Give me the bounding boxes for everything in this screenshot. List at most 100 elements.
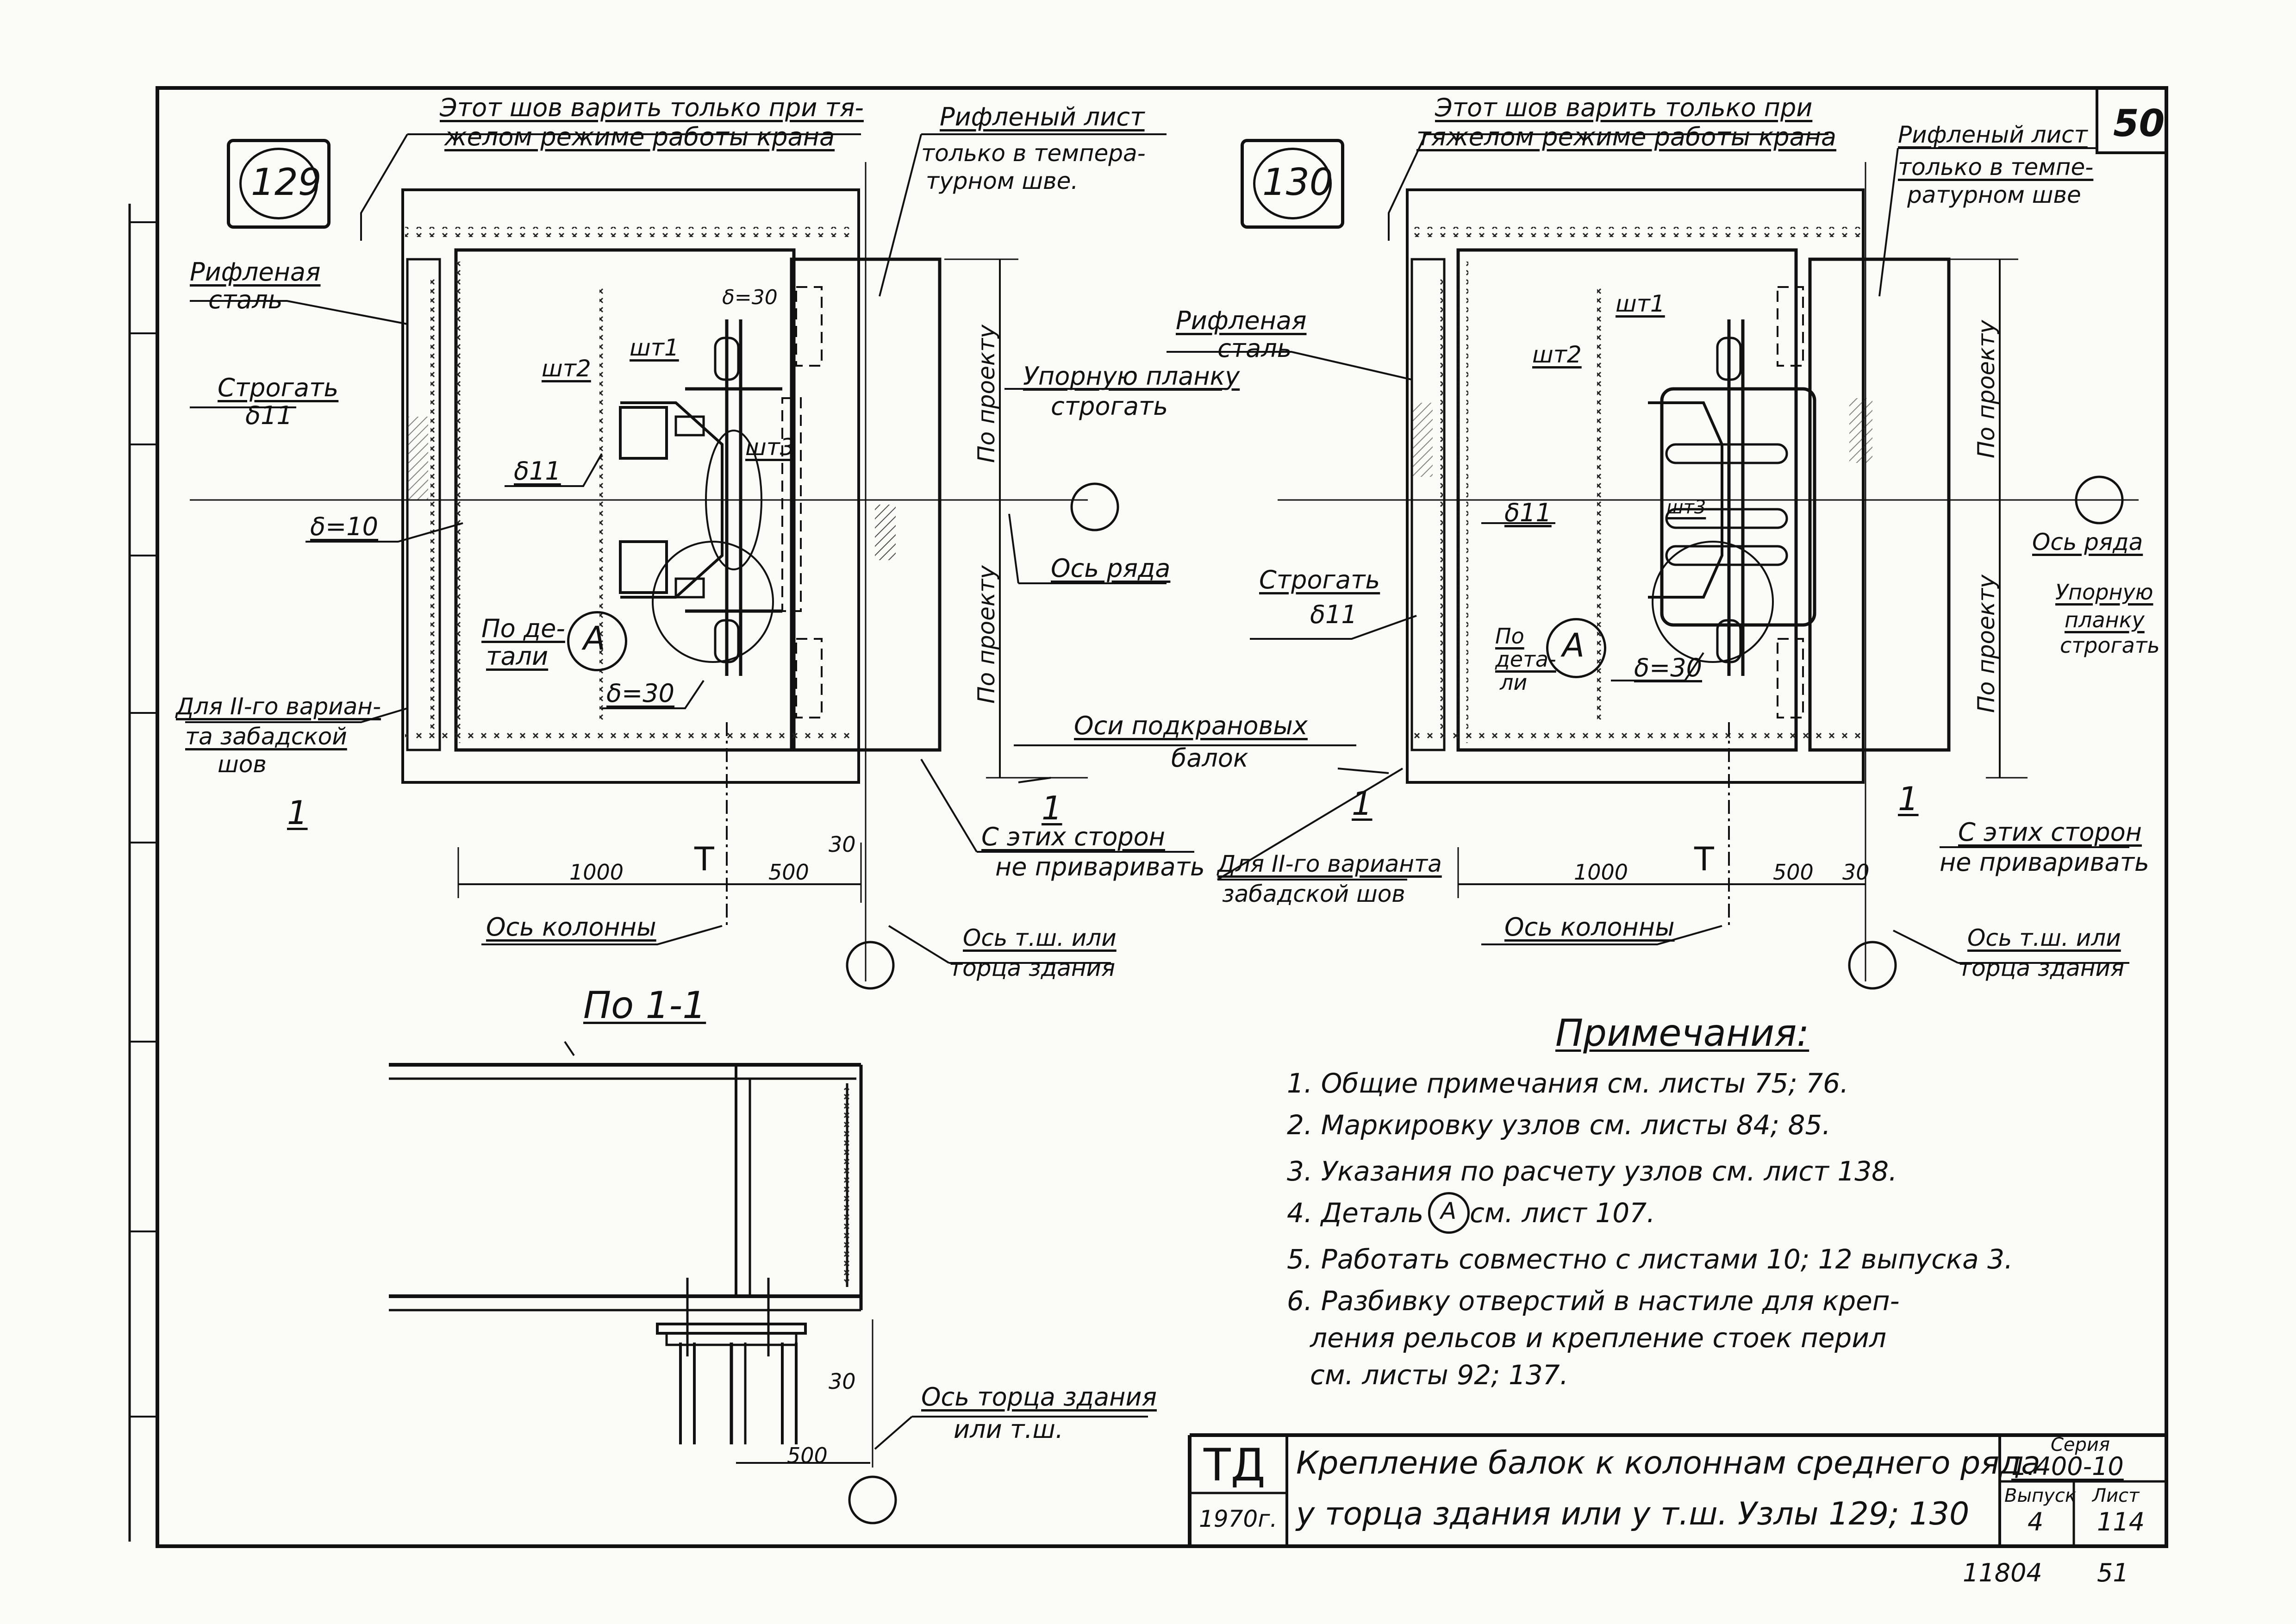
- node-129-dim-1000: 1000: [569, 860, 624, 885]
- no-weld-label-2: не приваривать: [995, 852, 1205, 881]
- tb-series-value: 1.400-10: [2011, 1452, 2124, 1481]
- node-130-ribbed-sheet: Рифленый лист: [1898, 121, 2088, 148]
- node-130-plane-delta: δ11: [1310, 600, 1357, 629]
- tb-issue-value: 4: [2028, 1507, 2044, 1537]
- node-130-sht1: шт1: [1616, 290, 1665, 317]
- node-130-number: 130: [1262, 161, 1333, 204]
- ts-axis-label: Ось т.ш. или: [963, 924, 1117, 951]
- node-129-number: 129: [251, 161, 322, 204]
- tb-title-line2: у торца здания или у т.ш. Узлы 129; 130: [1296, 1496, 1970, 1532]
- row-axis-label: Ось ряда: [1051, 554, 1171, 583]
- node-130-per-project-top: По проекту: [1973, 320, 2000, 458]
- node-130-no-weld: С этих сторон: [1958, 818, 2142, 847]
- node-129-plane: Строгать: [218, 373, 339, 402]
- node-130-ribbed-steel-2: сталь: [1217, 334, 1292, 363]
- node-130-stop-plate-3: строгать: [2060, 633, 2160, 658]
- sheet-number-top: 50: [2113, 102, 2165, 145]
- note-3: 3. Указания по расчету узлов см. лист 13…: [1287, 1156, 1897, 1187]
- node-129-sht3: шт3: [745, 434, 795, 461]
- node-130-dim-1000: 1000: [1574, 860, 1628, 885]
- node-130-row-axis: Ось ряда: [2032, 529, 2143, 556]
- node-130-per-detail-3: ли: [1500, 670, 1528, 695]
- node-130-delta30: δ=30: [1634, 653, 1702, 682]
- node-130-drawing: [1167, 133, 2139, 990]
- sheet-frame: [128, 86, 2168, 1548]
- note-6-line-3: см. листы 92; 137.: [1310, 1359, 1569, 1391]
- node-129-variant-note: Для II-го вариан-: [176, 693, 381, 720]
- tb-sheet-value: 114: [2097, 1507, 2145, 1537]
- node-129-sht1: шт1: [630, 334, 679, 361]
- node-129-ribbed-steel: Рифленая: [190, 257, 321, 287]
- node-130-weld-note: Этот шов варить только при: [1435, 93, 1813, 122]
- section-mark-middle-2: 1: [1352, 785, 1373, 823]
- node-130-column-axis: Ось колонны: [1504, 912, 1675, 942]
- node-129-t-mark: Т: [694, 840, 714, 878]
- middle-leaders: [888, 388, 1407, 964]
- no-weld-label: С этих сторон: [981, 822, 1165, 851]
- tb-issue-label: Выпуск: [2004, 1485, 2076, 1506]
- node-130-no-weld-2: не приваривать: [1940, 848, 2149, 877]
- node-129-per-detail: По де-: [481, 614, 565, 643]
- node-130-dim-30: 30: [1842, 860, 1870, 885]
- tb-footer-right: 51: [2097, 1558, 2129, 1587]
- node-130-ts-axis: Ось т.ш. или: [1967, 924, 2121, 951]
- note-4-circle-letter: А: [1441, 1198, 1457, 1224]
- node-129-detail-a-badge: А: [567, 611, 627, 671]
- notes-title: Примечания:: [1555, 1012, 1809, 1055]
- node-129-per-project-top: По проекту: [973, 325, 1000, 463]
- node-129-plane-delta: δ11: [245, 401, 293, 430]
- node-130-weld-note-2: тяжелом режиме работы крана: [1416, 122, 1836, 151]
- node-129-column-axis: Ось колонны: [486, 912, 656, 942]
- section-end-axis-2: или т.ш.: [954, 1415, 1064, 1444]
- section-dim-30: 30: [829, 1369, 856, 1394]
- node-130-detail-a: А: [1562, 626, 1585, 664]
- node-129-sht2: шт2: [542, 355, 591, 382]
- tb-year: 1970г.: [1199, 1505, 1278, 1532]
- note-2: 2. Маркировку узлов см. листы 84; 85.: [1287, 1109, 1831, 1141]
- variant-note-label-2: забадской шов: [1222, 881, 1405, 907]
- node-129-delta11: δ11: [514, 456, 561, 486]
- section-mark-middle-1: 1: [1042, 789, 1062, 827]
- node-130-sht2: шт2: [1532, 341, 1582, 368]
- node-129-per-project-bottom: По проекту: [973, 565, 1000, 704]
- crane-beam-axes-label: Оси подкрановых: [1074, 711, 1308, 740]
- title-block: [1188, 1433, 2166, 1546]
- note-1: 1. Общие примечания см. листы 75; 76.: [1287, 1068, 1849, 1099]
- crane-beam-axes-label-2: балок: [1171, 743, 1248, 773]
- node-130-per-project-bottom: По проекту: [1973, 575, 2000, 713]
- node-129-variant-note-3: шов: [218, 751, 267, 778]
- node-129-dim-30: 30: [829, 832, 856, 857]
- node-129-ribbed-steel-2: сталь: [208, 285, 283, 314]
- node-130-plane: Строгать: [1259, 565, 1380, 594]
- node-130-ribbed-steel: Рифленая: [1176, 306, 1307, 335]
- node-130-per-detail-2: дета-: [1495, 647, 1556, 672]
- node-130-per-detail: По: [1495, 624, 1524, 649]
- node-129-delta30-top: δ=30: [722, 286, 778, 309]
- stop-plate-label: Упорную планку: [1023, 362, 1240, 391]
- node-130-ribbed-sheet-2: только в темпе-: [1898, 154, 2094, 181]
- node-130-ribbed-sheet-3: ратурном шве: [1907, 181, 2081, 208]
- node-129-ribbed-sheet: Рифленый лист: [940, 102, 1145, 131]
- tb-org: ТД: [1204, 1439, 1266, 1491]
- node-129-weld-note: Этот шов варить только при тя-: [440, 93, 864, 122]
- ts-axis-label-2: торца здания: [949, 955, 1116, 981]
- section-1-1-drawing: [389, 1041, 1148, 1524]
- node-129-delta10: δ=10: [310, 512, 378, 541]
- node-130-badge: 130: [1241, 139, 1344, 229]
- stop-plate-label-2: строгать: [1051, 392, 1168, 421]
- variant-note-label: Для II-го варианта: [1217, 850, 1442, 877]
- node-129-badge: 129: [227, 139, 331, 229]
- section-end-axis: Ось торца здания: [921, 1382, 1157, 1412]
- note-5: 5. Работать совместно с листами 10; 12 в…: [1287, 1243, 2013, 1275]
- node-130-t-mark: Т: [1694, 840, 1714, 878]
- node-129-weld-note-2: желом режиме работы крана: [444, 122, 835, 151]
- note-4: 4. Деталь: [1287, 1197, 1424, 1229]
- node-130-detail-a-badge: А: [1546, 618, 1606, 678]
- node-130-ts-axis-2: торца здания: [1958, 955, 2125, 981]
- section-dim-500: 500: [787, 1443, 828, 1468]
- node-129-variant-note-2: та забадской: [185, 723, 347, 750]
- node-129-ribbed-sheet-2: только в темпера-: [921, 140, 1146, 167]
- node-129-delta30-bottom: δ=30: [606, 679, 674, 708]
- node-129-dim-500: 500: [768, 860, 809, 885]
